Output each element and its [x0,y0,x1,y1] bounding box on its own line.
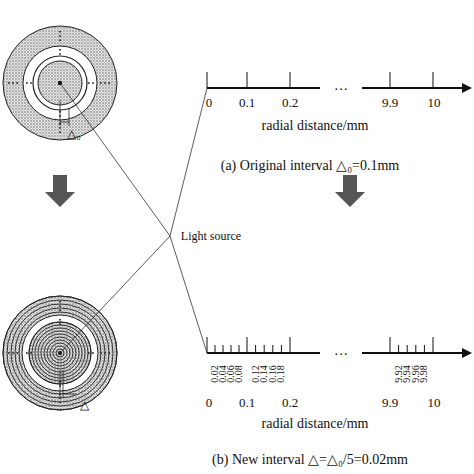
crosshair-dots [59,301,61,313]
tick-label: 9.98 [419,365,429,383]
interval-marker [60,100,76,398]
crosshair-dots [100,82,112,84]
fine-ring [41,334,79,372]
ellipsis: … [334,344,348,358]
axis-title: radial distance/mm [262,119,369,133]
fine-ring [29,322,91,384]
leader-line [170,236,207,353]
dimension-line [60,122,69,123]
interval-symbol: △₀ [67,128,80,140]
callout-label: Light source [181,230,241,242]
tick-label: 0.18 [276,365,286,383]
axis-tick [247,337,248,353]
fine-ring [47,340,73,366]
fine-ring [11,304,109,402]
tick-label: 0.1 [239,396,255,409]
axis-tick [433,337,434,353]
crosshair-dots [88,82,94,84]
interval-symbol: △ [80,399,89,411]
fine-ring [38,331,82,375]
axis-tick [415,345,416,353]
tick-label: 0 [206,96,213,109]
axis-arrowhead [462,348,472,358]
axis-tick [424,345,425,353]
fine-ring [50,343,70,363]
crosshair-dots [8,82,20,84]
axis-tick [215,345,216,353]
axis-tick [290,72,291,88]
tick-label: 0.2 [282,396,298,409]
crosshair-dots [100,352,112,354]
tick-label: 0.08 [234,365,244,383]
tick-label: 0.1 [239,96,255,109]
fine-ring [35,328,85,378]
axis-tick [281,345,282,353]
axis-title: radial distance/mm [262,417,369,431]
axis-line [362,87,462,89]
crosshair-dots [59,31,61,43]
fine-ring [7,300,113,406]
leader-lines [60,83,207,353]
axis-tick [433,72,434,88]
axis-tick [207,72,208,88]
crosshair-dots [59,123,61,135]
subfigure-caption: (b) New interval △=△₀/5=0.02mm [212,453,408,467]
axis-tick [264,345,265,353]
crosshair-dots [59,393,61,405]
axes-and-rings [3,31,472,410]
crosshair-dots [59,111,61,117]
axis-line [207,352,320,354]
axis-tick [255,345,256,353]
extension-line [69,108,70,126]
axis-tick [390,72,391,88]
tick-label: 0 [206,396,213,409]
tick-label: 9.9 [382,396,398,409]
down-arrow [335,175,365,207]
subfigure-caption: (a) Original interval △₀=0.1mm [221,159,400,173]
axis-tick [272,345,273,353]
axis-line [362,352,462,354]
crosshair-dots [26,82,32,84]
leader-line [60,236,170,353]
axis-tick [223,345,224,353]
crosshair-dots [8,352,20,354]
down-arrow [45,175,75,207]
crosshair-dots [59,49,61,55]
fine-ring [3,296,117,410]
axis-tick [207,337,208,353]
ellipsis: … [334,79,348,93]
axis-tick [398,345,399,353]
axis-line [207,87,320,89]
fine-ring [19,312,101,394]
tick-label: 0.2 [282,96,298,109]
axis-tick [290,337,291,353]
fine-ring [44,337,76,369]
tick-label: 10 [428,396,441,409]
leader-line [60,83,170,236]
tick-label: 9.9 [382,96,398,109]
axis-tick [247,72,248,88]
fine-ring [15,308,105,398]
axis-arrowhead [462,83,472,93]
fine-ring [53,346,67,360]
tick-label: 10 [428,96,441,109]
axis-tick [390,337,391,353]
axis-tick [239,345,240,353]
leader-line [170,88,207,236]
axis-tick [231,345,232,353]
fine-ring [32,325,88,381]
axis-tick [407,345,408,353]
fine-ring [56,349,64,357]
